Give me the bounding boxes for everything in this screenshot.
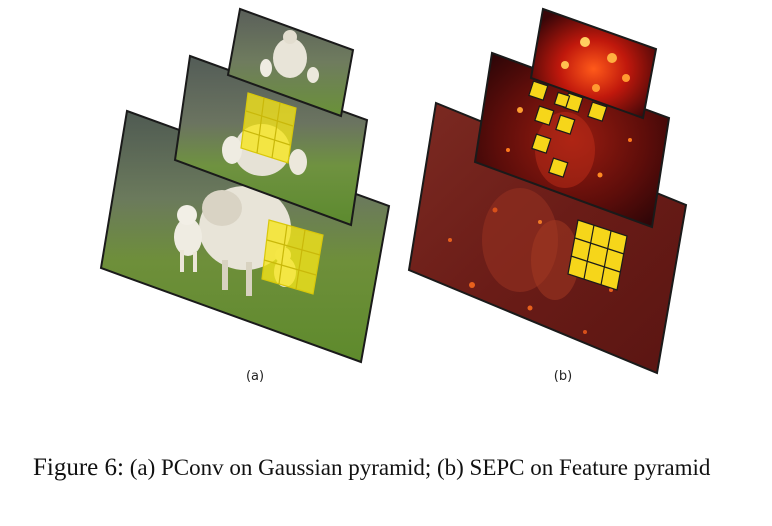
kernel-b-large <box>567 219 628 291</box>
figure-illustration <box>99 7 688 375</box>
panel-b-feature-pyramid <box>407 7 688 375</box>
kernel-a-medium <box>240 92 297 164</box>
kernel-b-deformable <box>528 80 608 178</box>
panel-b-label: (b) <box>553 369 573 384</box>
feature-layer-small <box>529 7 658 120</box>
figure-number: Figure 6: <box>33 454 124 481</box>
pyramid-a-layer-small <box>226 7 355 118</box>
kernel-a-large <box>261 219 324 295</box>
panel-a-label: (a) <box>245 369 265 384</box>
figure-caption: Figure 6: (a) PConv on Gaussian pyramid;… <box>33 452 753 483</box>
feature-layer-large <box>407 101 688 375</box>
caption-text: (a) PConv on Gaussian pyramid; (b) SEPC … <box>129 455 711 480</box>
panel-a-gaussian-pyramid <box>99 7 391 364</box>
